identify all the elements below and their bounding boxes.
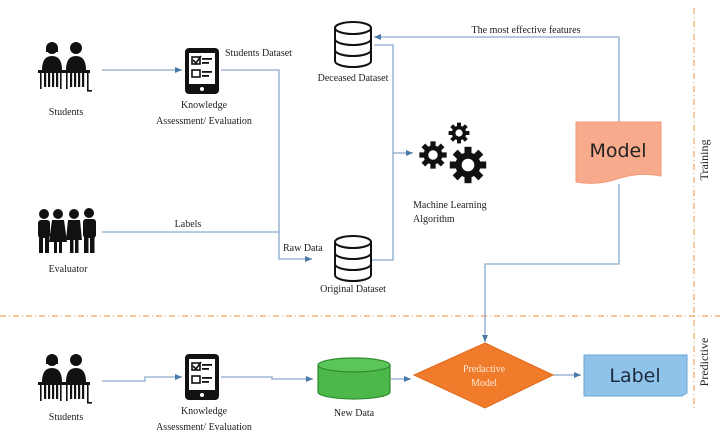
evaluator-node: Evaluator Labels <box>38 208 201 275</box>
raw-data-label: Raw Data <box>283 243 323 254</box>
connector-assessment-to-original-dataset <box>221 69 312 262</box>
section-label-training: Training <box>697 140 711 181</box>
new-data-label: New Data <box>334 408 375 419</box>
label-node: Label <box>583 354 688 397</box>
assessment-label-line2: Assessment/ Evaluation <box>156 116 252 127</box>
original-dataset-node: Raw Data Original Dataset <box>283 235 386 295</box>
original-dataset-database-icon <box>334 235 372 282</box>
pred-assessment-node: Knowledge Assessment/ Evaluation <box>156 353 252 433</box>
ml-algorithm-label-line1: Machine Learning <box>413 200 487 211</box>
connector-pred-assessment-to-new-data <box>221 376 313 382</box>
evaluator-label: Evaluator <box>49 264 89 275</box>
original-dataset-label: Original Dataset <box>320 284 386 295</box>
students-icon <box>38 42 92 92</box>
deceased-dataset-label: Deceased Dataset <box>318 73 389 84</box>
deceased-dataset-node: Deceased Dataset <box>318 21 389 84</box>
tablet-checklist-icon <box>184 47 220 95</box>
students-label: Students <box>49 107 84 118</box>
deceased-dataset-database-icon <box>334 21 372 68</box>
connector-model-features-to-deceased <box>374 34 620 128</box>
students-node: Students <box>38 42 92 118</box>
labels-edge-label: Labels <box>175 219 202 230</box>
new-data-cylinder-top <box>317 357 391 373</box>
pred-assessment-label-line2: Assessment/ Evaluation <box>156 422 252 433</box>
label-output-text: Label <box>609 365 660 387</box>
connector-model-to-predictive-model <box>482 184 620 342</box>
gears-icon <box>419 122 487 184</box>
pred-students-icon <box>38 354 92 404</box>
predictive-model-node: Predactive Model <box>412 342 555 409</box>
label-output-shape <box>583 354 688 397</box>
students-dataset-label: Students Dataset <box>225 48 292 59</box>
pred-tablet-checklist-icon <box>184 353 220 401</box>
section-label-predictive: Predictive <box>697 338 711 387</box>
ml-algorithm-node: Machine Learning Algorithm <box>413 122 487 225</box>
assessment-label-line1: Knowledge <box>181 100 228 111</box>
ml-algorithm-label-line2: Algorithm <box>413 214 455 225</box>
new-data-node: New Data <box>317 357 391 419</box>
model-node: Model <box>575 121 662 184</box>
predictive-model-label-line2: Model <box>471 378 497 389</box>
pred-students-label: Students <box>49 412 84 423</box>
pred-assessment-label-line1: Knowledge <box>181 406 228 417</box>
most-effective-features-label: The most effective features <box>472 25 581 36</box>
pred-students-node: Students <box>38 354 92 423</box>
predictive-model-diamond <box>412 342 555 409</box>
assessment-node: Knowledge Assessment/ Evaluation Student… <box>156 47 292 127</box>
model-document-shape <box>575 121 662 184</box>
new-data-cylinder-body <box>317 365 391 400</box>
predictive-model-label-line1: Predactive <box>463 364 506 375</box>
model-label: Model <box>589 140 646 162</box>
evaluator-group-icon <box>38 208 96 253</box>
connector-pred-students-to-assessment <box>102 374 182 382</box>
